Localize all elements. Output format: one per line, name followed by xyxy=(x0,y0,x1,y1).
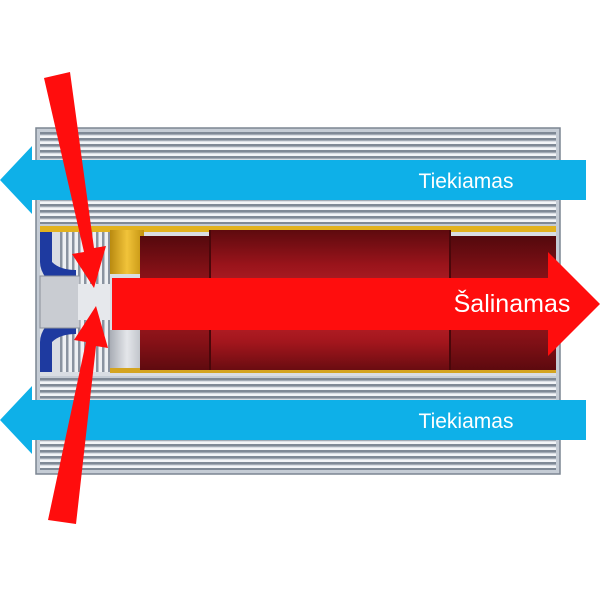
yellow-trim-bottom xyxy=(110,368,556,373)
inflow-arrow-top xyxy=(44,72,106,288)
blue-fitting-top xyxy=(40,232,76,278)
grey-nozzle xyxy=(39,275,81,329)
inflow-arrow-bottom xyxy=(48,306,108,524)
supply-label-bottom: Tiekiamas xyxy=(419,410,514,433)
yellow-trim-top xyxy=(40,226,556,232)
supply-arrow-top: Tiekiamas xyxy=(0,146,586,214)
grey-collar xyxy=(110,330,144,368)
supply-arrow-bottom: Tiekiamas xyxy=(0,386,586,454)
blue-fitting-bottom xyxy=(40,326,76,372)
supply-label-top: Tiekiamas xyxy=(419,170,514,193)
yellow-collar xyxy=(110,230,144,274)
exhaust-arrow: Šalinamas xyxy=(112,252,600,356)
exhaust-label: Šalinamas xyxy=(454,289,571,318)
